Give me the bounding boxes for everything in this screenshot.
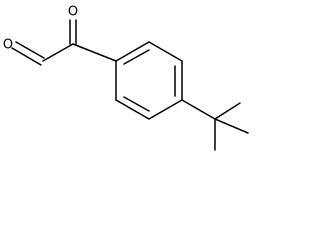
ring-inner-bond-top bbox=[123, 49, 150, 65]
aldehyde-double-bond-inner bbox=[15, 41, 45, 59]
carbonyl-ring-bond bbox=[72, 43, 117, 62]
aldehyde-oxygen-label: O bbox=[3, 38, 13, 53]
molecule-structure: O O bbox=[3, 5, 249, 151]
aldehyde-double-bond-outer bbox=[11, 47, 42, 66]
ring-bond-2 bbox=[148, 41, 183, 62]
ring-tbutyl-bond bbox=[181, 99, 216, 120]
tbutyl-methyl-right bbox=[214, 118, 249, 134]
ring-inner-bond-bottom bbox=[123, 96, 150, 112]
ketone-oxygen-label: O bbox=[68, 5, 78, 20]
tbutyl-methyl-up bbox=[214, 102, 241, 120]
ring-bond-5 bbox=[115, 99, 150, 120]
c-c-bond bbox=[42, 43, 74, 62]
ring-bond-1 bbox=[115, 41, 150, 62]
ring-bond-4 bbox=[148, 99, 183, 120]
